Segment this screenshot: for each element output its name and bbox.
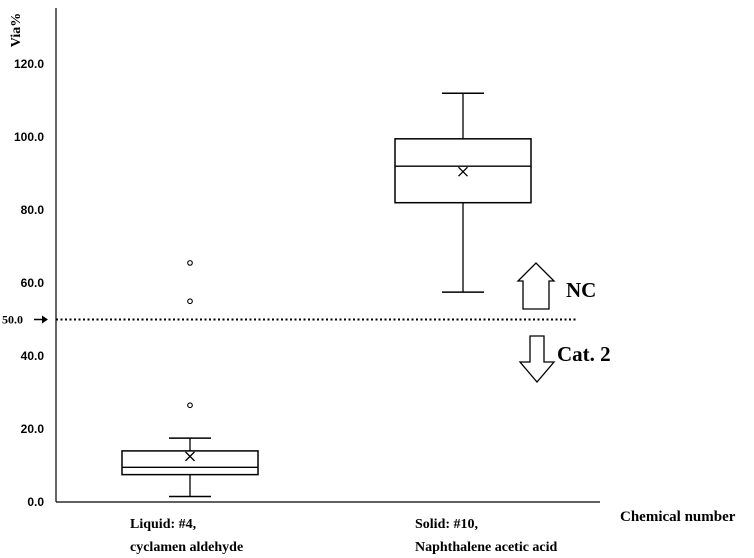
outlier-point: [187, 298, 193, 305]
y-tick-label: 40.0: [21, 349, 45, 363]
category-label-2-line2: Naphthalene acetic acid: [415, 540, 558, 555]
iqr-box: [121, 450, 259, 476]
down-arrow-icon: [518, 335, 556, 384]
y-tick-label: 0.0: [27, 495, 44, 509]
mean-marker: [185, 451, 195, 462]
y-tick-label: 60.0: [21, 276, 45, 290]
mean-marker: [458, 166, 468, 177]
y-tick-label: 100.0: [14, 130, 44, 144]
box-1: [121, 260, 259, 498]
y-tick-label: 80.0: [21, 203, 45, 217]
cat2-label: Cat. 2: [557, 342, 611, 366]
outlier-point: [187, 402, 193, 409]
y-tick-label: 20.0: [21, 422, 45, 436]
y-tick-label: 120.0: [14, 57, 44, 71]
nc-label: NC: [566, 278, 596, 302]
box-series: [121, 92, 532, 498]
category-label-1-line1: Liquid: #4,: [130, 517, 196, 532]
up-arrow-icon: [516, 262, 556, 310]
box-2: [394, 92, 532, 293]
threshold-label: 50.0: [2, 313, 23, 327]
category-label-2-line1: Solid: #10,: [415, 517, 478, 532]
category-label-1-line2: cyclamen aldehyde: [130, 540, 243, 555]
outlier-point: [187, 260, 193, 266]
y-axis-title: Via%: [9, 13, 24, 47]
y-tick-labels: 0.0 20.0 40.0 60.0 80.0 100.0 120.0: [14, 57, 44, 509]
x-axis-title: Chemical number: [620, 509, 736, 525]
threshold-arrow-icon: [34, 315, 48, 324]
